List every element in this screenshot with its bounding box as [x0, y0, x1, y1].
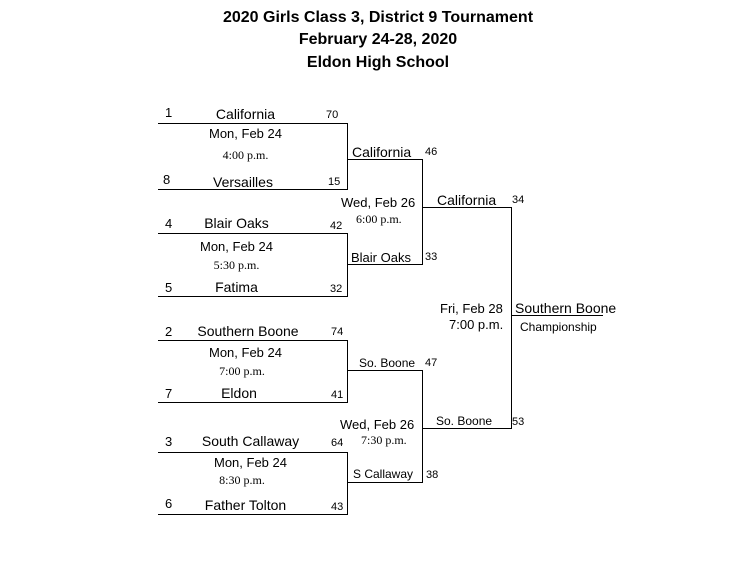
team-name: South Callaway: [201, 433, 300, 449]
game-time: 7:30 p.m.: [361, 433, 407, 447]
bracket-line: [158, 296, 348, 297]
bracket-line: [158, 340, 348, 341]
game-time: 5:30 p.m.: [213, 258, 260, 272]
game-time: 7:00 p.m.: [219, 364, 265, 378]
seed-number: 2: [165, 324, 173, 339]
seed-number: 1: [165, 105, 173, 120]
team-name: So. Boone: [359, 356, 416, 370]
bracket-line: [347, 482, 423, 483]
bracket-line: [347, 233, 348, 297]
game-time: 8:30 p.m.: [219, 473, 265, 487]
bracket-line: [158, 402, 348, 403]
team-name: Southern Boone: [197, 323, 299, 339]
team-score: 53: [512, 416, 525, 428]
team-score: 43: [331, 501, 344, 513]
bracket-line: [158, 452, 348, 453]
bracket-line: [347, 340, 348, 403]
bracket-line: [422, 370, 423, 483]
tournament-location: Eldon High School: [306, 54, 450, 71]
bracket-line: [347, 159, 423, 160]
team-score: 46: [425, 146, 438, 158]
team-score: 47: [425, 357, 438, 369]
seed-number: 3: [165, 434, 173, 449]
seed-number: 4: [165, 216, 173, 231]
bracket-line: [158, 233, 348, 234]
team-name: California: [215, 106, 276, 122]
bracket-line: [347, 264, 423, 265]
game-time: 6:00 p.m.: [356, 212, 402, 226]
bracket-line: [158, 514, 348, 515]
championship-label: Championship: [520, 320, 597, 334]
team-score: 32: [330, 283, 343, 295]
bracket-line: [511, 315, 603, 316]
team-score: 42: [330, 220, 343, 232]
team-score: 34: [512, 194, 525, 206]
game-day: Fri, Feb 28: [440, 301, 503, 316]
seed-number: 7: [165, 386, 173, 401]
team-name: So. Boone: [436, 414, 493, 428]
seed-number: 8: [163, 172, 171, 187]
bracket-line: [158, 189, 348, 190]
team-name: California: [352, 144, 412, 160]
game-day: Wed, Feb 26: [341, 195, 416, 210]
game-day: Mon, Feb 24: [200, 239, 273, 254]
game-day: Mon, Feb 24: [209, 126, 282, 141]
game-time: 7:00 p.m.: [449, 317, 504, 332]
tournament-title: 2020 Girls Class 3, District 9 Tournamen…: [222, 9, 534, 26]
bracket-line: [422, 159, 423, 265]
bracket-line: [422, 207, 512, 208]
bracket-line: [158, 123, 348, 124]
team-name: Fatima: [215, 279, 258, 295]
team-name: Versailles: [213, 174, 273, 190]
bracket-line: [422, 428, 512, 429]
team-score: 38: [426, 469, 439, 481]
seed-number: 6: [165, 496, 173, 511]
tournament-dates: February 24-28, 2020: [298, 31, 458, 48]
bracket-line: [347, 370, 423, 371]
team-name: S Callaway: [353, 467, 414, 481]
team-score: 74: [331, 326, 344, 338]
team-score: 33: [425, 251, 438, 263]
team-score: 64: [331, 437, 344, 449]
bracket-line: [347, 123, 348, 190]
team-score: 41: [331, 389, 344, 401]
bracket-line: [511, 207, 512, 429]
team-score: 15: [328, 176, 341, 188]
team-name: Blair Oaks: [204, 215, 269, 231]
team-score: 70: [326, 109, 339, 121]
bracket-line: [347, 452, 348, 515]
team-name: Father Tolton: [204, 497, 287, 513]
team-name: Blair Oaks: [351, 250, 411, 265]
champion-name: Southern Boone: [515, 300, 617, 316]
game-day: Mon, Feb 24: [209, 345, 282, 360]
game-time: 4:00 p.m.: [222, 148, 269, 162]
team-name: California: [437, 192, 497, 208]
team-name: Eldon: [221, 385, 257, 401]
seed-number: 5: [165, 280, 173, 295]
game-day: Wed, Feb 26: [340, 417, 415, 432]
game-day: Mon, Feb 24: [214, 455, 287, 470]
